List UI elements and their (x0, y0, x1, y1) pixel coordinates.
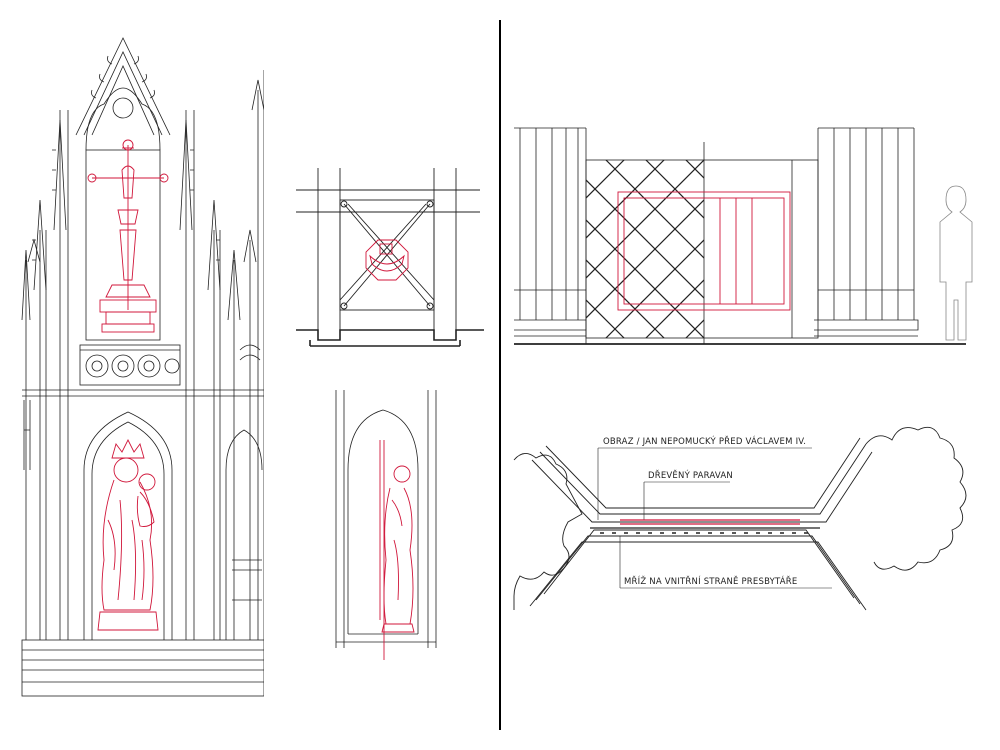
label-screen: DŘEVĚNÝ PARAVAN (648, 469, 733, 481)
label-painting: OBRAZ / JAN NEPOMUCKÝ PŘED VÁCLAVEM IV. (603, 435, 806, 447)
painting-outline (617, 191, 791, 311)
presbytery-elevation (514, 127, 973, 345)
canopy-plan (296, 168, 484, 347)
niche-section-statue (379, 440, 415, 660)
lattice-grille (586, 160, 704, 338)
canopy-plan-octagon (365, 239, 409, 281)
madonna-statue (97, 438, 159, 631)
tabernacle-elevation (21, 37, 264, 697)
niche-section (335, 390, 437, 648)
paravan-plan-red (620, 519, 800, 525)
crucifix-figure (87, 139, 169, 333)
presbytery-plan (513, 426, 967, 611)
label-grille: MŘÍŽ NA VNITŘNÍ STRANĚ PRESBYTÁŘE (624, 575, 797, 587)
